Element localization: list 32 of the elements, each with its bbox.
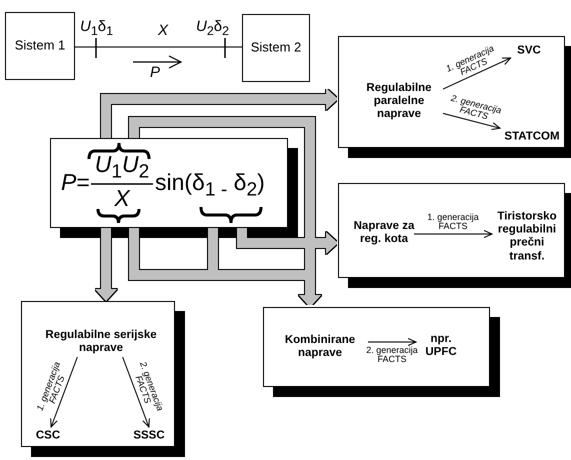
device-label: Regulabilne serijske naprave <box>44 328 158 356</box>
formula-sine-term: sin(δ$_{1 -}$ δ$_{2}$) <box>155 169 265 202</box>
edge-label: 2. generacija FACTS <box>365 346 419 364</box>
formula-denominator: X <box>113 185 132 212</box>
reactance-label: X <box>158 22 168 39</box>
block-arrow <box>237 228 338 254</box>
device-label: STATCOM <box>503 130 561 144</box>
edge-label: 1. generacija FACTS <box>426 213 480 231</box>
transmission-line <box>74 46 242 48</box>
system-label: Sistem 1 <box>14 38 66 54</box>
device-label: CSC <box>34 429 62 443</box>
arrow <box>368 338 416 346</box>
formula-lhs: P= <box>61 169 90 196</box>
device-label: Regulabilne paralelne naprave <box>365 82 433 122</box>
block-arrow <box>208 228 321 307</box>
arrow <box>414 230 492 238</box>
voltage-angle-label: U$_{2}$δ$_{2}$ <box>196 18 230 38</box>
power-label: P <box>150 64 160 81</box>
device-label: SSSC <box>132 429 166 443</box>
device-label: Tiristorsko regulabilni prečni transf. <box>496 210 558 264</box>
device-label: Naprave za reg. kota <box>353 220 415 246</box>
arrow <box>50 356 78 428</box>
arrow <box>122 356 150 428</box>
voltage-angle-label: U$_{1}$δ$_{1}$ <box>80 18 114 38</box>
block-arrow <box>95 228 117 301</box>
formula-numerator: U$_{1}$U$_{2}$ <box>94 151 150 184</box>
edge-label: 2. generacija FACTS <box>448 92 503 124</box>
system-label: Sistem 2 <box>250 40 302 56</box>
device-label: SVC <box>516 44 542 58</box>
arrow <box>442 58 512 90</box>
device-label: npr. UPFC <box>424 332 458 360</box>
arrow <box>442 112 500 130</box>
